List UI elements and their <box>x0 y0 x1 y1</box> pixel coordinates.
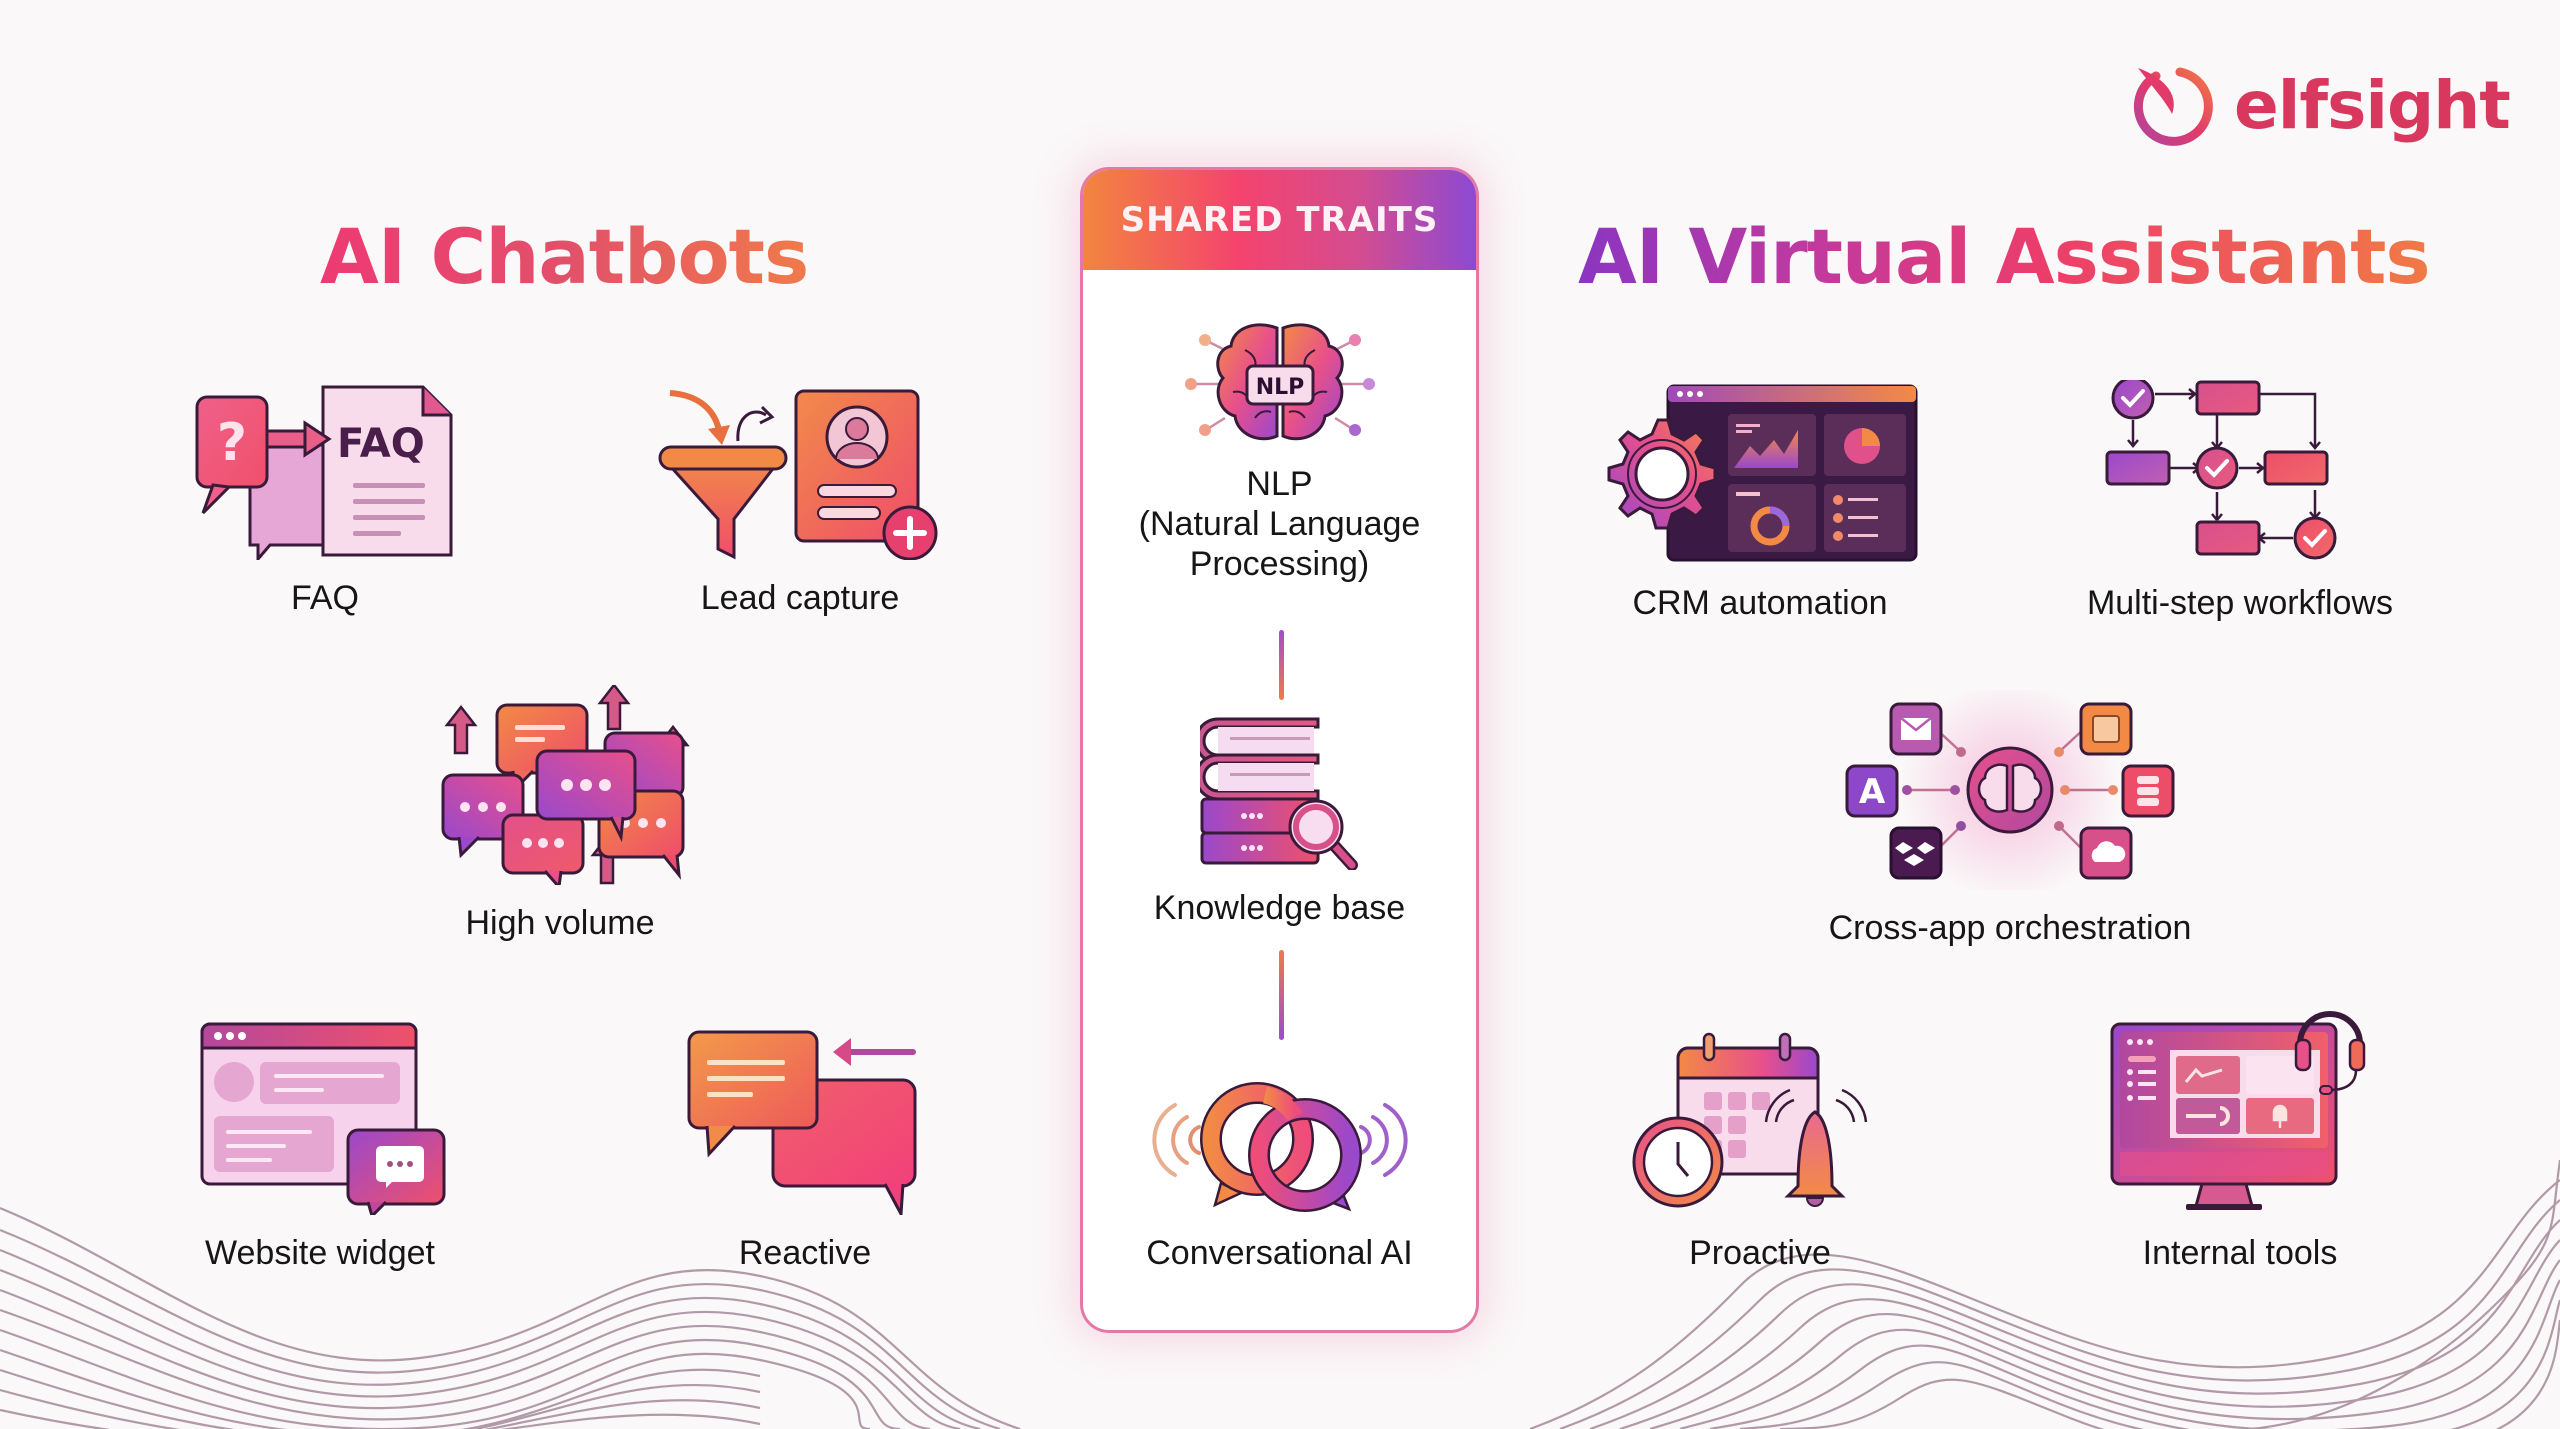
svg-text:?: ? <box>217 413 247 473</box>
assistant-trait-proactive: Proactive <box>1625 1030 1895 1274</box>
conversational-ai-label: Conversational AI <box>1146 1234 1413 1272</box>
chatbot-trait-high-volume: High volume <box>420 685 700 944</box>
brand-name: elfsight <box>2234 66 2511 144</box>
shared-traits-card: SHARED TRAITS NLP NLP (Natural Lang <box>1083 170 1476 1330</box>
faq-label: FAQ <box>290 579 360 617</box>
shared-trait-knowledge-base: Knowledge base <box>1083 715 1476 929</box>
high-volume-icon <box>441 685 690 885</box>
shared-traits-header: SHARED TRAITS <box>1083 170 1476 270</box>
assistant-trait-multi-step-workflows: Multi-step workflows <box>2065 380 2415 624</box>
cross-app-orchestration-icon: A <box>1845 690 2175 890</box>
lead-capture-icon <box>658 389 937 560</box>
conversational-ai-icon <box>1151 1082 1408 1212</box>
assistant-trait-cross-app-orchestration: A Cross-app orchestration <box>1800 690 2220 949</box>
elfsight-logo: elfsight <box>2130 62 2511 148</box>
internal-tools-label: Internal tools <box>2142 1234 2338 1272</box>
website-widget-label: Website widget <box>205 1234 435 1272</box>
high-volume-label: High volume <box>465 904 655 942</box>
reactive-icon <box>687 1030 917 1215</box>
shared-trait-nlp: NLP NLP (Natural Language Processing) <box>1083 320 1476 584</box>
faq-icon: ? FAQ <box>195 385 453 560</box>
virtual-assistants-heading: AI Virtual Assistants <box>1578 212 2431 301</box>
proactive-icon <box>1632 1032 1868 1208</box>
nlp-label-line1: NLP <box>1246 465 1313 503</box>
chatbot-trait-faq: ? FAQ FAQ <box>190 385 460 619</box>
svg-text:NLP: NLP <box>1255 375 1304 400</box>
reactive-label: Reactive <box>738 1234 872 1272</box>
chatbots-heading: AI Chatbots <box>320 212 809 301</box>
connector-line <box>1279 950 1284 1040</box>
chatbot-trait-reactive: Reactive <box>680 1030 930 1274</box>
svg-text:FAQ: FAQ <box>337 421 425 467</box>
nlp-label: NLP (Natural Language Processing) <box>1139 464 1421 584</box>
svg-text:A: A <box>1859 772 1886 812</box>
knowledge-base-label: Knowledge base <box>1153 889 1406 927</box>
workflow-icon <box>2105 380 2337 560</box>
nlp-brain-icon: NLP <box>1184 323 1375 441</box>
lead-capture-label: Lead capture <box>700 579 900 617</box>
shared-trait-conversational-ai: Conversational AI <box>1083 1065 1476 1274</box>
nlp-label-line3: Processing) <box>1189 545 1370 584</box>
crm-automation-icon <box>1607 384 1918 562</box>
assistant-trait-crm-automation: CRM automation <box>1600 380 1920 624</box>
website-widget-icon <box>200 1022 446 1215</box>
internal-tools-icon <box>2110 1011 2366 1210</box>
elfsight-logo-icon <box>2133 67 2213 146</box>
knowledge-base-icon <box>1199 717 1358 870</box>
cross-app-orchestration-label: Cross-app orchestration <box>1828 909 2192 947</box>
chatbot-trait-website-widget: Website widget <box>185 1020 455 1274</box>
nlp-label-line2: (Natural Language <box>1138 505 1421 544</box>
multi-step-workflows-label: Multi-step workflows <box>2086 584 2394 622</box>
chatbot-trait-lead-capture: Lead capture <box>650 385 950 619</box>
connector-line <box>1279 630 1284 700</box>
proactive-label: Proactive <box>1689 1234 1831 1272</box>
assistant-trait-internal-tools: Internal tools <box>2110 1000 2370 1274</box>
shared-traits-title: SHARED TRAITS <box>1120 200 1439 240</box>
crm-automation-label: CRM automation <box>1632 584 1888 622</box>
